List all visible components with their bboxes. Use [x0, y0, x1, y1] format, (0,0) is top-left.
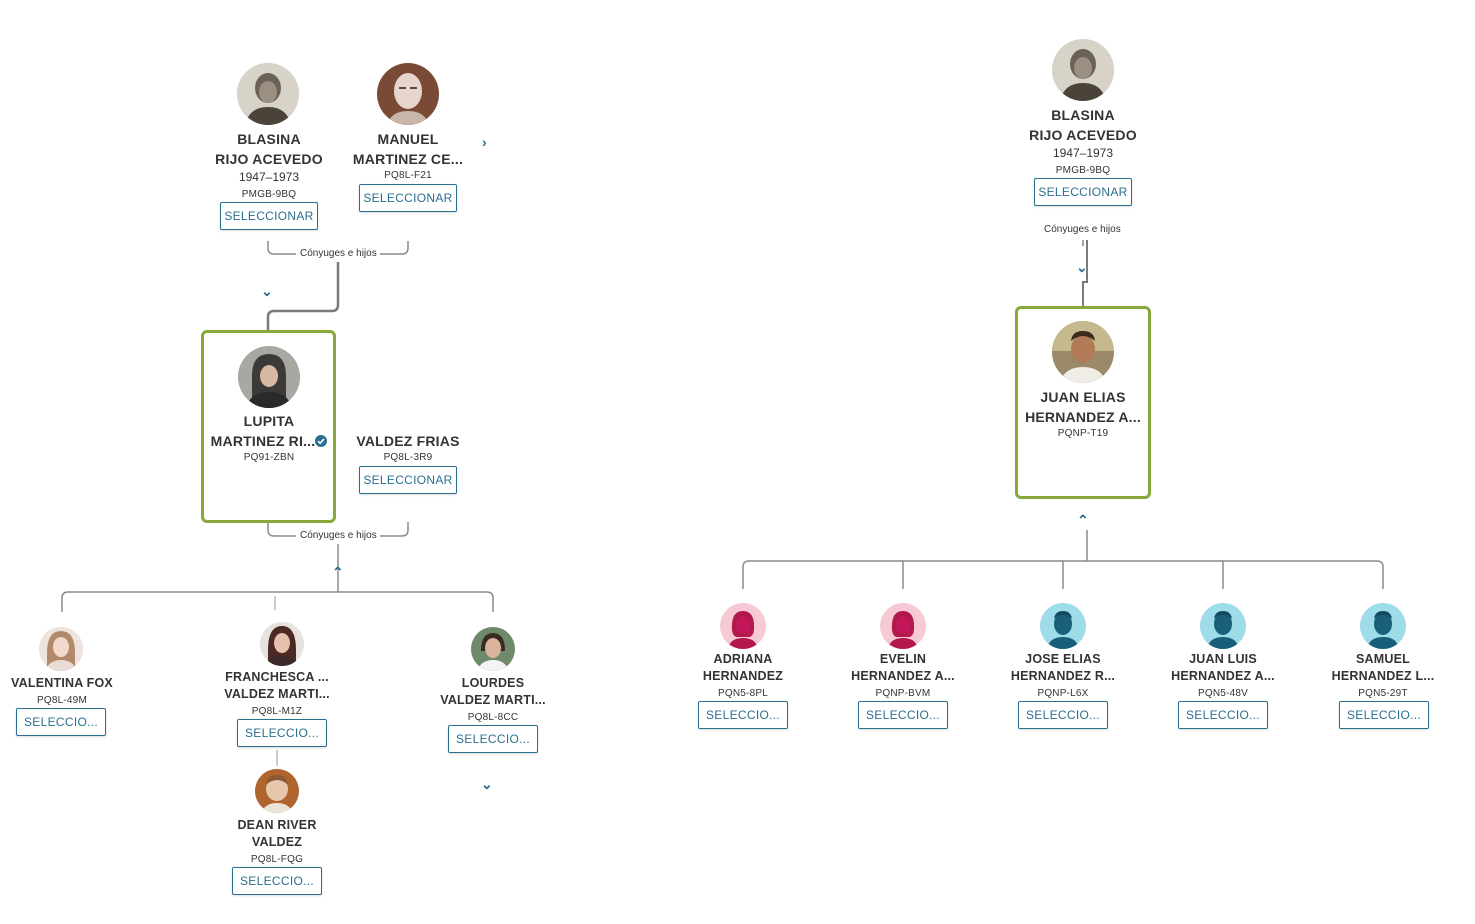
child-surname: HERNANDEZ L... — [1331, 669, 1435, 683]
select-button[interactable]: SELECCIONAR — [359, 184, 457, 212]
select-button[interactable]: SELECCIO... — [232, 867, 322, 895]
parent-surname: MARTINEZ CE... — [352, 151, 464, 167]
child-given-name: ADRIANA — [713, 652, 773, 666]
child-surname: HERNANDEZ R... — [1010, 669, 1116, 683]
select-button[interactable]: SELECCIO... — [1178, 701, 1268, 729]
chevron-down-icon[interactable]: ⌄ — [1076, 259, 1088, 275]
avatar-manuel[interactable] — [377, 63, 439, 125]
parent-given-name: BLASINA — [1051, 107, 1115, 123]
person-photo-icon — [237, 63, 299, 125]
chevron-up-icon[interactable]: ⌃ — [1077, 512, 1089, 528]
chevron-down-icon[interactable]: ⌄ — [261, 283, 273, 299]
select-button[interactable]: SELECCIO... — [237, 719, 327, 747]
select-button[interactable]: SELECCIONAR — [359, 466, 457, 494]
parent-dates: 1947–1973 — [1052, 146, 1114, 160]
parent-given-name: BLASINA — [237, 131, 301, 147]
focus-given-name: LUPITA — [243, 413, 295, 429]
child-surname: VALDEZ MARTI... — [440, 693, 546, 707]
select-button[interactable]: SELECCIONAR — [1034, 178, 1132, 206]
child-given-name: FRANCHESCA ... — [225, 670, 329, 684]
chevron-down-icon[interactable]: ⌄ — [481, 776, 493, 792]
spouses-children-label[interactable]: Cónyuges e hijos — [297, 248, 380, 259]
avatar-blasina[interactable] — [237, 63, 299, 125]
chevron-up-icon[interactable]: ⌃ — [332, 564, 344, 580]
grandchild-given-name: DEAN RIVER — [237, 818, 317, 832]
child-given-name: JOSE ELIAS — [1025, 652, 1101, 666]
child-surname: HERNANDEZ A... — [851, 669, 955, 683]
child-surname: VALDEZ MARTI... — [224, 687, 330, 701]
child-pid[interactable]: PQN5-48V — [1198, 688, 1248, 699]
child-surname: HERNANDEZ — [702, 669, 784, 683]
avatar-juan-elias[interactable] — [1052, 321, 1114, 383]
child-name: VALENTINA FOX — [11, 676, 113, 690]
child-pid[interactable]: PQ8L-M1Z — [251, 706, 303, 717]
person-photo-icon — [377, 63, 439, 125]
chevron-right-icon[interactable]: › — [482, 134, 487, 150]
focus-surname: HERNANDEZ A... — [1025, 409, 1141, 425]
focus-pid[interactable]: PQNP-T19 — [1057, 428, 1109, 439]
child-given-name: EVELIN — [879, 652, 927, 666]
check-badge-icon — [315, 434, 327, 447]
avatar-valentina[interactable] — [39, 627, 83, 671]
child-surname: HERNANDEZ A... — [1171, 669, 1275, 683]
spouses-children-label[interactable]: Cónyuges e hijos — [1041, 224, 1124, 235]
child-pid[interactable]: PQ8L-8CC — [467, 712, 519, 723]
focus-surname: MARTINEZ RI... — [210, 433, 316, 449]
avatar-dean-river[interactable] — [255, 769, 299, 813]
child-pid[interactable]: PQNP-L6X — [1037, 688, 1089, 699]
focus-pid[interactable]: PQ91-ZBN — [243, 452, 295, 463]
select-button[interactable]: SELECCIONAR — [220, 202, 318, 230]
parent-given-name: MANUEL — [377, 131, 439, 147]
select-button[interactable]: SELECCIO... — [1018, 701, 1108, 729]
select-button[interactable]: SELECCIO... — [448, 725, 538, 753]
grandchild-pid[interactable]: PQ8L-FQG — [250, 854, 304, 865]
parent-pid[interactable]: PMGB-9BQ — [1055, 165, 1111, 176]
avatar-lourdes[interactable] — [471, 627, 515, 671]
parent-surname: RIJO ACEVEDO — [1029, 127, 1137, 143]
child-pid[interactable]: PQN5-8PL — [718, 688, 768, 699]
child-pid[interactable]: PQNP-BVM — [875, 688, 931, 699]
select-button[interactable]: SELECCIO... — [16, 708, 106, 736]
male-silhouette-icon[interactable] — [1360, 603, 1406, 649]
spouse-name: VALDEZ FRIAS — [356, 433, 460, 449]
child-pid[interactable]: PQ8L-49M — [37, 695, 87, 706]
female-silhouette-icon[interactable] — [720, 603, 766, 649]
select-button[interactable]: SELECCIO... — [1339, 701, 1429, 729]
person-photo-icon — [260, 622, 304, 666]
child-given-name: LOURDES — [461, 676, 525, 690]
select-button[interactable]: SELECCIO... — [858, 701, 948, 729]
grandchild-surname: VALDEZ — [251, 835, 303, 849]
person-photo-icon — [471, 627, 515, 671]
avatar-lupita[interactable] — [238, 346, 300, 408]
male-silhouette-icon[interactable] — [1040, 603, 1086, 649]
person-photo-icon — [1052, 321, 1114, 383]
child-given-name: JUAN LUIS — [1189, 652, 1257, 666]
focus-given-name: JUAN ELIAS — [1040, 389, 1126, 405]
male-silhouette-icon[interactable] — [1200, 603, 1246, 649]
person-photo-icon — [1052, 39, 1114, 101]
parent-surname: RIJO ACEVEDO — [215, 151, 323, 167]
avatar-blasina[interactable] — [1052, 39, 1114, 101]
person-photo-icon — [238, 346, 300, 408]
child-given-name: SAMUEL — [1356, 652, 1410, 666]
child-pid[interactable]: PQN5-29T — [1358, 688, 1408, 699]
spouse-pid[interactable]: PQ8L-3R9 — [383, 452, 433, 463]
person-photo-icon — [39, 627, 83, 671]
person-photo-icon — [255, 769, 299, 813]
parent-dates: 1947–1973 — [238, 170, 300, 184]
select-button[interactable]: SELECCIO... — [698, 701, 788, 729]
parent-pid[interactable]: PQ8L-F21 — [384, 170, 432, 181]
avatar-franchesca[interactable] — [260, 622, 304, 666]
spouses-children-label[interactable]: Cónyuges e hijos — [297, 530, 380, 541]
female-silhouette-icon[interactable] — [880, 603, 926, 649]
parent-pid[interactable]: PMGB-9BQ — [241, 189, 297, 200]
